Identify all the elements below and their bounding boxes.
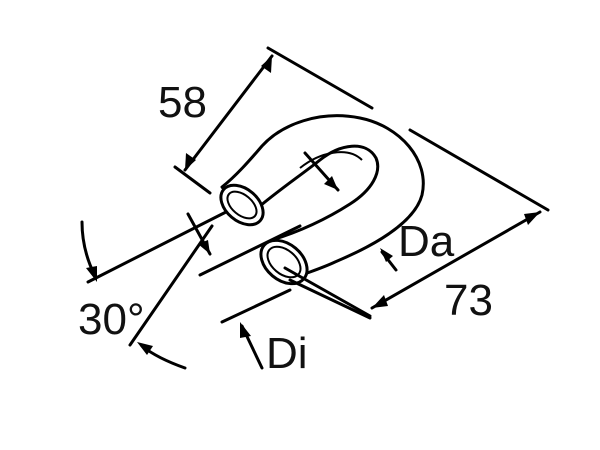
dim58-line xyxy=(183,54,274,172)
da-arrow-bottom xyxy=(380,248,393,262)
angle-label: 30° xyxy=(78,295,145,344)
dim58-label: 58 xyxy=(158,78,207,127)
angle-ray-upper xyxy=(86,210,228,284)
dim58-extension-left xyxy=(173,165,212,195)
da-arrow-top xyxy=(324,176,338,190)
dim73-line xyxy=(370,210,542,310)
angle-ray-lower xyxy=(128,224,214,347)
dim73-arrow-top xyxy=(524,212,540,225)
di-extension-left xyxy=(198,224,302,277)
di-arrow xyxy=(240,322,251,338)
upper-end-inner xyxy=(226,190,258,220)
dim58-arrow-top xyxy=(261,56,272,73)
dim73-label: 73 xyxy=(444,276,493,325)
dim73-arrow-bottom xyxy=(372,295,388,308)
angle-arc-arrow-lower xyxy=(137,342,153,355)
dimension-73: 73 xyxy=(288,128,550,325)
da-label: Da xyxy=(398,217,455,266)
di-center-line xyxy=(283,266,372,318)
dim73-extension-bottom xyxy=(288,278,372,320)
dimension-di: Di xyxy=(198,224,372,378)
di-label: Di xyxy=(266,329,308,378)
dimension-58: 58 xyxy=(158,46,374,195)
di-extension-right xyxy=(220,288,292,324)
angle-30: 30° xyxy=(78,210,228,370)
angle-tick-arrow xyxy=(198,240,210,254)
hose-outline xyxy=(220,114,425,282)
angle-arc-arrow-upper xyxy=(86,266,97,282)
dim73-extension-top xyxy=(408,128,550,212)
upper-end-outer xyxy=(219,183,265,227)
hose-inner-arc xyxy=(299,151,363,169)
dim58-arrow-bottom xyxy=(185,153,196,170)
dimension-da: Da xyxy=(303,151,455,272)
dim58-extension-right xyxy=(266,46,374,110)
